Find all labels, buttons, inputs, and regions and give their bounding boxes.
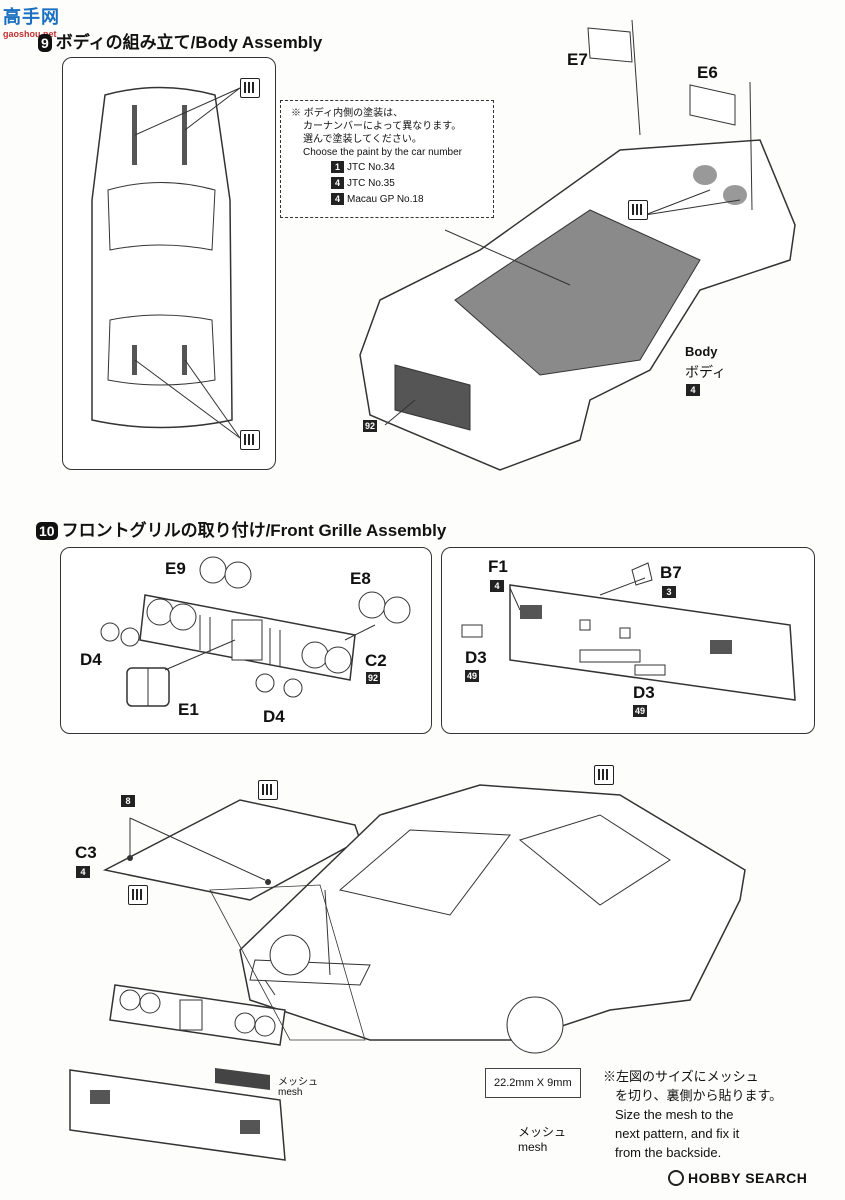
instr-jp1: ※左図のサイズにメッシュ [603, 1069, 759, 1084]
part-f1-label: F1 [488, 557, 508, 576]
watermark-title: 高手网 [3, 7, 60, 27]
part-f1-number: 4 [490, 580, 504, 592]
mesh-en-label: mesh [278, 1087, 303, 1098]
part-e6-label: E6 [697, 63, 718, 82]
cement-icon [628, 200, 648, 220]
option-label: Macau GP No.18 [347, 194, 424, 205]
part-d3-number: 49 [465, 670, 479, 682]
part-c3-label: C3 [75, 843, 97, 862]
instr-en3: from the backside. [615, 1145, 722, 1160]
mesh-jp-label: メッシュ [278, 1077, 318, 1088]
part-e7-label: E7 [567, 50, 588, 69]
part-d3-number: 49 [633, 705, 647, 717]
cement-icon [240, 78, 260, 98]
part-c3-number: 4 [76, 866, 90, 878]
hobby-search-logo: HOBBY SEARCH [668, 1170, 807, 1186]
step10-title-text: フロントグリルの取り付け/Front Grille Assembly [61, 521, 447, 540]
option-badge: 1 [331, 161, 344, 173]
note-line3: 選んで塗装してください。 [303, 134, 422, 145]
instr-en2: next pattern, and fix it [615, 1126, 740, 1141]
part-e9-label: E9 [165, 559, 186, 578]
part-d3-label: D3 [465, 648, 487, 667]
part-b7-label: B7 [660, 563, 682, 582]
part-92-badge: 92 [363, 420, 377, 432]
option-label: JTC No.34 [347, 162, 395, 173]
step10-number: 10 [36, 522, 58, 540]
option-badge: 4 [331, 177, 344, 189]
part-c2-number: 92 [366, 672, 380, 684]
cement-icon [128, 885, 148, 905]
body-label-en: Body [685, 344, 718, 359]
body-top-view-panel [62, 57, 276, 470]
body-part-number: 4 [686, 384, 700, 396]
mesh-instructions: ※左図のサイズにメッシュ を切り、裏側から貼ります。 Size the mesh… [603, 1067, 782, 1162]
step9-title-text: ボディの組み立て/Body Assembly [55, 33, 323, 52]
mesh-label-jp: メッシュ [518, 1125, 567, 1139]
part-d4-label: D4 [80, 650, 102, 669]
option-badge: 4 [331, 193, 344, 205]
mesh-label-en: mesh [518, 1140, 548, 1154]
part-d4-label: D4 [263, 707, 285, 726]
part-b7-number: 3 [662, 586, 676, 598]
body-label-jp: ボディ [685, 364, 727, 380]
cement-icon [258, 780, 278, 800]
magnifier-icon [668, 1170, 684, 1186]
cement-icon [594, 765, 614, 785]
part-d3-label: D3 [633, 683, 655, 702]
part-c2-label: C2 [365, 651, 387, 670]
note-line2: カーナンバーによって異なります。 [303, 121, 462, 132]
paint-note-box: ※ ボディ内側の塗装は、 カーナンバーによって異なります。 選んで塗装してくださ… [280, 100, 494, 218]
step9-number: 9 [38, 34, 52, 52]
part-e1-label: E1 [178, 700, 199, 719]
footer-brand: HOBBY SEARCH [688, 1170, 808, 1186]
note-line4: Choose the paint by the car number [303, 147, 462, 158]
mesh-size-box: 22.2mm X 9mm [485, 1068, 581, 1098]
option-label: JTC No.35 [347, 178, 395, 189]
instr-jp2: を切り、裏側から貼ります。 [615, 1088, 783, 1103]
note-line1: ※ ボディ内側の塗装は、 [291, 108, 404, 119]
part-e8-label: E8 [350, 569, 371, 588]
watermark-logo: 高手网 gaoshou.net [3, 3, 73, 39]
cement-icon [240, 430, 260, 450]
instr-en1: Size the mesh to the [615, 1107, 734, 1122]
part-8-number: 8 [121, 795, 135, 807]
watermark-sub: gaoshou.net [3, 29, 57, 39]
